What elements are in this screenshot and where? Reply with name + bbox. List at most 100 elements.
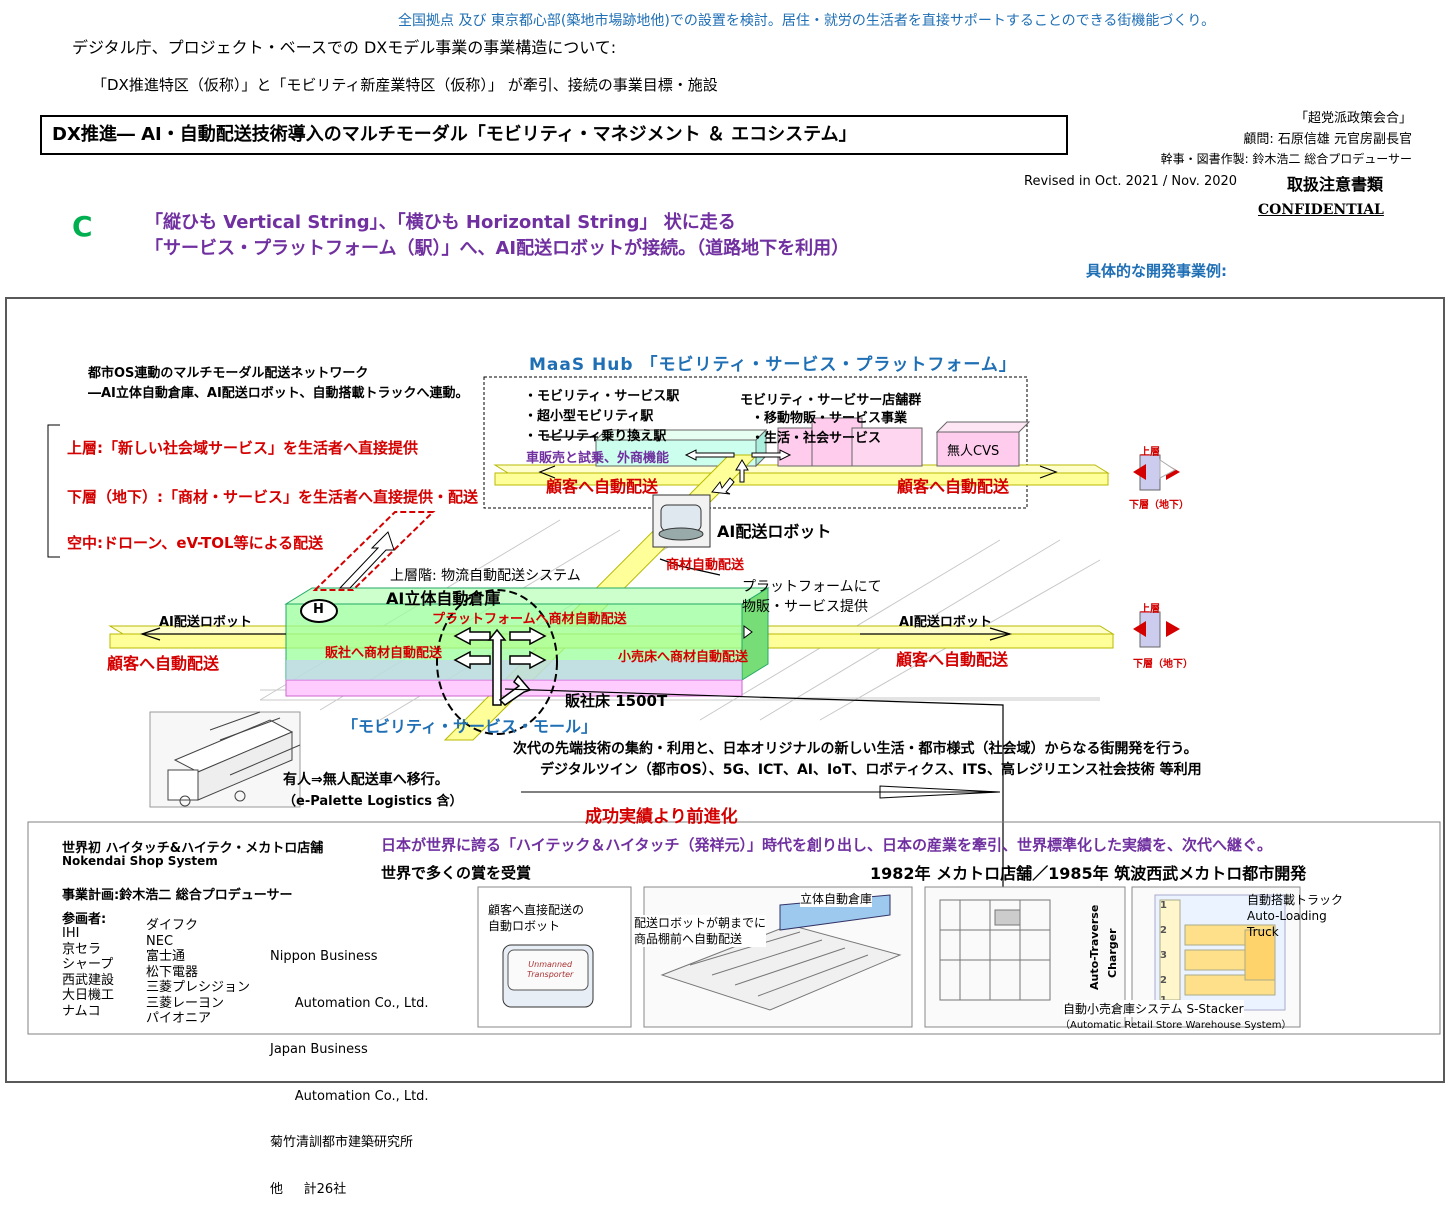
stacker-caption: 自動小売倉庫システム S-Stacker (1063, 1000, 1244, 1017)
ai-robot-label: AI配送ロボット (717, 522, 832, 541)
participant: 菊竹清訓都市建築研究所 (270, 1135, 414, 1150)
page-title: デジタル庁、プロジェクト・ベースでの DXモデル事業の事業構造について: (72, 38, 617, 57)
layer-indicator-top (1133, 454, 1180, 491)
stacker-number: 2 (1160, 925, 1167, 936)
auto-delivery-label: 顧客へ自動配送 (896, 650, 1009, 669)
platform-goods-label: プラットフォームへ商材自動配送 (432, 612, 627, 627)
platform-service-text: プラットフォームにて 物販・サービス提供 (742, 577, 882, 617)
transfer-arrows (453, 626, 547, 706)
traverse-label: Auto-Traverse (1088, 904, 1101, 990)
participant: Japan Business (270, 1042, 368, 1057)
maas-title: MaaS Hub 「モビリティ・サービス・プラットフォーム」 (529, 355, 1017, 375)
participant: 松下電器 (146, 964, 199, 980)
participant: パイオニア (146, 1011, 212, 1026)
truck-loading-caption: 自動搭載トラック Auto-Loading Truck (1247, 892, 1343, 940)
maas-purple-note: 車販売と試乗、外商機能 (526, 451, 670, 466)
participant: シャープ (62, 957, 114, 972)
section-letter: C (72, 210, 93, 243)
participant: Automation Co., Ltd. (270, 995, 429, 1011)
revised-date: Revised in Oct. 2021 / Nov. 2020 (1024, 174, 1238, 189)
sales-floor-label: 販社床 1500T (565, 692, 668, 710)
secretary: 幹事・図書作製: 鈴木浩二 総合プロデューサー (1160, 152, 1412, 166)
participants-label: 参画者: (62, 912, 107, 927)
org-name: 「超党派政策会合」 (1294, 111, 1412, 126)
network-title: 都市OS連動のマルチモーダル配送ネットワーク (88, 366, 369, 381)
tech-list-text: デジタルツイン（都市OS）、5G、ICT、AI、IoT、ロボティクス、ITS、高… (540, 762, 1202, 778)
shops-title: モビリティ・サービサー店舗群 (740, 393, 922, 408)
advisor: 顧問: 石原信雄 元官房副長官 (1243, 132, 1412, 147)
auto-delivery-label: 顧客へ自動配送 (546, 477, 659, 496)
warehouse-label: AI立体自動倉庫 (386, 589, 501, 608)
auto-delivery-label: 顧客へ自動配送 (107, 654, 220, 673)
ai-robot-image (652, 494, 711, 548)
diagram-frame (5, 297, 1445, 1083)
robot-caption-line: 顧客へ直接配送の (488, 903, 585, 917)
shops-item-list: ・移動物販・サービス事業 ・生活・社会サービス (751, 409, 907, 449)
participant: 三菱レーヨン (146, 995, 225, 1011)
participants-col-2: ダイフク NEC 富士通 松下電器 三菱プレシジョン 三菱レーヨン パイオニア (146, 918, 250, 1027)
maas-hub-box (483, 376, 1028, 509)
stacker-plan (1154, 894, 1286, 1011)
truck-loading-line: Truck (1247, 925, 1279, 939)
stacker-number: 3 (1160, 950, 1167, 961)
maas-item: ・超小型モビリティ駅 (524, 409, 654, 424)
robot-caption: 顧客へ直接配送の 自動ロボット (488, 902, 584, 934)
transfer-circle (436, 589, 558, 735)
shop-block-3 (851, 427, 923, 467)
layer-upper-text: 上層:「新しい社会域サービス」を生活者へ直接提供 (67, 439, 419, 457)
drone-path (312, 511, 436, 591)
participant: ナムコ (62, 1003, 101, 1019)
history-planner: 事業計画:鈴木浩二 総合プロデューサー (62, 888, 293, 903)
success-label: 成功実績より前進化 (585, 807, 738, 827)
shops-item: ・移動物販・サービス事業 (751, 411, 908, 426)
lower-tag: 下層（地下） (1129, 500, 1189, 511)
upper-tag: 上層 (1140, 447, 1160, 458)
shops-item: ・生活・社会サービス (751, 431, 882, 446)
truck-caption-2: （e-Palette Logistics 含） (283, 794, 463, 809)
cvs-label: 無人CVS (947, 444, 1000, 459)
transporter-line: Unmanned (528, 960, 573, 969)
participant: 京セラ (62, 941, 102, 957)
maas-item: ・モビリティ乗り換え駅 (524, 429, 667, 444)
layer-bracket (47, 424, 60, 558)
mall-label: 「モビリティ・サービス・モール」 (342, 717, 598, 736)
page-subtitle: 「DX推進特区（仮称）」と「モビリティ新産業特区（仮称）」 が牽引、接続の事業目… (92, 76, 718, 94)
participant: Nippon Business (270, 949, 378, 964)
lower-tag: 下層（地下） (1133, 659, 1193, 670)
truck-caption-1: 有人⇒無人配送車へ移行。 (283, 772, 449, 788)
traverse-sketch (939, 899, 1051, 1001)
awards-label: 世界で多くの賞を受賞 (381, 864, 532, 882)
section-subtitle-1: 「縦ひも Vertical String」、「横ひも Horizontal St… (145, 212, 736, 233)
layer-indicator-bottom (1133, 611, 1180, 648)
ai-robot-road-label: AI配送ロボット (159, 615, 252, 630)
to-retail-label: 小売床へ商材自動配送 (618, 650, 749, 665)
confidential-label: CONFIDENTIAL (1258, 202, 1384, 218)
layer-lower-text: 下層（地下）:「商材・サービス」を生活者へ直接提供・配送 (67, 488, 479, 506)
history-statement: 日本が世界に誇る「ハイテック＆ハイタッチ（発祥元）」時代を創り出し、日本の産業を… (381, 836, 1273, 854)
connector-lines (504, 436, 1004, 908)
transporter-line: Transporter (527, 970, 574, 979)
goods-auto-label: 商材自動配送 (666, 558, 745, 573)
transporter-text: Unmanned Transporter (527, 960, 573, 980)
participants-col-3: Nippon Business Automation Co., Ltd. Jap… (270, 918, 429, 1213)
years-label: 1982年 メカトロ店舗／1985年 筑波西武メカトロ都市開発 (870, 864, 1307, 883)
participant: NEC (146, 933, 174, 949)
participant: 西武建設 (62, 972, 115, 988)
history-panel (27, 821, 1441, 1035)
warehouse-caption: 立体自動倉庫 (800, 890, 873, 907)
history-title: 世界初 ハイタッチ&ハイテク・メカトロ店舗 (62, 841, 324, 856)
to-sales-label: 販社へ商材自動配送 (325, 646, 443, 661)
upper-tag: 上層 (1140, 604, 1160, 615)
top-note: 全国拠点 及び 東京都心部(築地市場跡地他)での設置を検討。居住・就労の生活者を… (398, 13, 1216, 29)
section-subtitle-2: 「サービス・プラットフォーム（駅）」へ、AI配送ロボットが接続。（道路地下を利用… (145, 238, 850, 259)
diagram-graphics (27, 376, 1441, 1035)
auto-delivery-label: 顧客へ自動配送 (897, 477, 1010, 496)
maas-item: ・モビリティ・サービス駅 (524, 389, 680, 404)
maas-item-list: ・モビリティ・サービス駅 ・超小型モビリティ駅 ・モビリティ乗り換え駅 (524, 387, 679, 447)
participant: Automation Co., Ltd. (270, 1088, 429, 1104)
history-subtitle: Nokendai Shop System (62, 854, 218, 868)
shelf-caption-line: 商品棚前へ自動配送 (634, 932, 743, 946)
stacker-caption-en: （Automatic Retail Store Warehouse System… (1060, 1020, 1292, 1031)
participant: 富士通 (146, 949, 186, 964)
helipad (300, 599, 338, 623)
